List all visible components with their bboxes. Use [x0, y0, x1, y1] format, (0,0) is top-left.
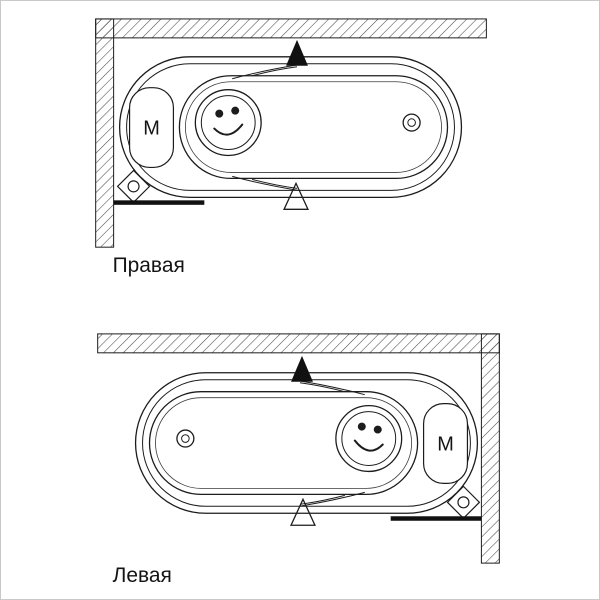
valve-diamond-icon	[446, 485, 481, 520]
position-marker-top-icon	[291, 355, 313, 382]
headrest-pod	[422, 403, 469, 484]
motor-label: M	[437, 433, 454, 455]
grip-curve-bottom	[232, 175, 299, 191]
caption-right-orientation: Правая	[113, 254, 185, 277]
caption-left-orientation: Левая	[113, 564, 172, 587]
grip-curve-top	[298, 380, 365, 396]
motor-label: M	[143, 118, 160, 140]
wall-right-icon	[480, 333, 500, 564]
position-marker-bottom-icon	[290, 497, 316, 526]
drain-icon	[176, 429, 195, 448]
wall-left-icon	[95, 18, 115, 248]
grip-curve-bottom-2	[299, 494, 345, 505]
tub-basin	[148, 391, 419, 495]
position-marker-top-icon	[286, 39, 308, 66]
position-marker-bottom-icon	[283, 181, 309, 210]
smiley-face-icon	[335, 404, 403, 473]
wall-top-icon	[95, 18, 487, 39]
grip-curve-top	[232, 64, 299, 80]
tub-basin-inner	[184, 81, 442, 173]
diagram-right-orientation: M	[95, 18, 487, 248]
diagram-left-orientation: M	[97, 333, 500, 564]
grip-curve-top-2	[299, 382, 345, 393]
smiley-face-icon	[194, 89, 262, 157]
tub-basin	[178, 75, 449, 180]
apron-bar-icon	[113, 200, 205, 205]
apron-bar-icon	[390, 516, 482, 521]
drain-icon	[402, 113, 421, 132]
wall-top-icon	[97, 333, 500, 354]
headrest-pod	[128, 87, 175, 169]
grip-curve-top-2	[252, 66, 298, 77]
tub-basin-inner	[155, 397, 413, 489]
